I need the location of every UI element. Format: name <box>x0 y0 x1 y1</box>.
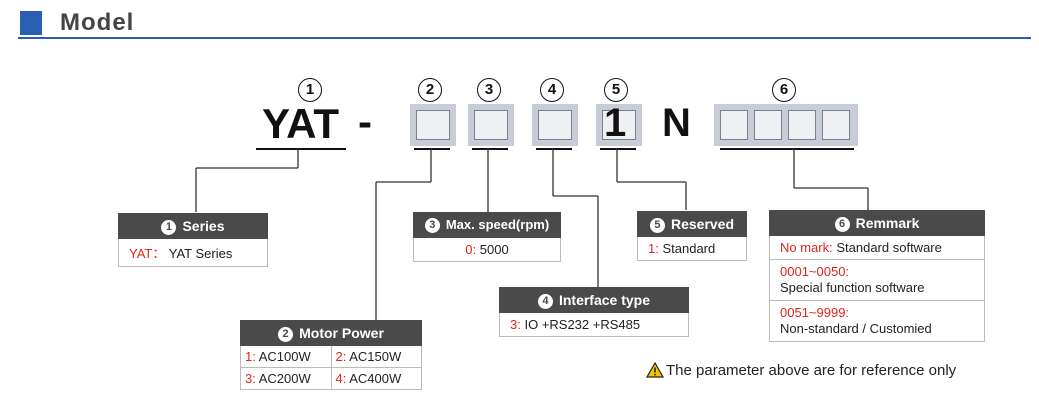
marker-4: 4 <box>540 78 564 102</box>
motor-power-box: 2 Motor Power 1: AC100W 2: AC150W 3: AC20… <box>240 320 422 390</box>
code-prefix: YAT <box>262 100 340 147</box>
series-box: 1 Series YAT： YAT Series <box>118 213 268 267</box>
interface-number-icon: 4 <box>537 294 553 309</box>
max-speed-key: 0: <box>465 242 477 257</box>
max-speed-title: Max. speed(rpm) <box>445 217 550 232</box>
page-title: Model <box>60 9 135 36</box>
motor-power-row: 1: AC100W 2: AC150W <box>240 346 422 368</box>
header-rule <box>18 37 1031 39</box>
code-slot-2 <box>410 104 456 146</box>
max-speed-number-icon: 3 <box>424 218 440 233</box>
underline-5 <box>600 148 636 150</box>
interface-title: Interface type <box>558 292 651 308</box>
motor-power-option: 3: AC200W <box>240 368 332 390</box>
marker-6: 6 <box>772 78 796 102</box>
reference-note: The parameter above are for reference on… <box>645 361 957 379</box>
remark-row: 0001~0050: Special function software <box>769 260 985 301</box>
remark-box: 6 Remmark No mark: Standard software 0001… <box>769 210 985 342</box>
max-speed-value: 5000 <box>479 242 509 257</box>
interface-value: IO +RS232 +RS485 <box>524 317 641 332</box>
reserved-box: 5 Reserved 1: Standard <box>637 211 747 261</box>
series-key: YAT： <box>129 246 166 261</box>
header-square-icon <box>20 11 42 35</box>
reference-note-text: The parameter above are for reference on… <box>666 362 957 379</box>
remark-number-icon: 6 <box>834 217 850 232</box>
remark-title: Remmark <box>855 215 920 231</box>
marker-1: 1 <box>298 78 322 102</box>
code-slot-5 <box>596 104 642 146</box>
interface-key: 3: <box>510 317 521 332</box>
reserved-key: 1: <box>648 241 659 256</box>
warning-icon <box>645 361 665 378</box>
reserved-number-icon: 5 <box>649 218 665 233</box>
interface-box: 4 Interface type 3: IO +RS232 +RS485 <box>499 287 689 337</box>
motor-power-title: Motor Power <box>299 325 384 341</box>
reserved-value: Standard <box>662 241 716 256</box>
marker-3: 3 <box>477 78 501 102</box>
motor-power-row: 3: AC200W 4: AC400W <box>240 368 422 390</box>
marker-5: 5 <box>604 78 628 102</box>
code-slot-6 <box>714 104 858 146</box>
motor-power-option: 1: AC100W <box>240 346 332 368</box>
marker-2: 2 <box>418 78 442 102</box>
underline-4 <box>536 148 572 150</box>
remark-row: 0051~9999: Non-standard / Customied <box>769 301 985 342</box>
code-slot-3 <box>468 104 514 146</box>
series-title: Series <box>182 218 225 234</box>
underline-2 <box>414 148 450 150</box>
underline-1 <box>256 148 346 150</box>
code-letter: N <box>662 101 691 145</box>
series-value: YAT Series <box>168 246 233 261</box>
motor-power-number-icon: 2 <box>278 327 294 342</box>
underline-6 <box>720 148 854 150</box>
max-speed-box: 3 Max. speed(rpm) 0: 5000 <box>413 212 561 262</box>
code-dash: - <box>358 98 372 145</box>
underline-3 <box>472 148 508 150</box>
motor-power-option: 2: AC150W <box>331 346 422 368</box>
code-digit: 1 <box>604 101 627 145</box>
remark-row: No mark: Standard software <box>769 236 985 260</box>
series-number-icon: 1 <box>161 220 177 235</box>
motor-power-option: 4: AC400W <box>331 368 422 390</box>
code-slot-4 <box>532 104 578 146</box>
reserved-title: Reserved <box>670 216 735 232</box>
